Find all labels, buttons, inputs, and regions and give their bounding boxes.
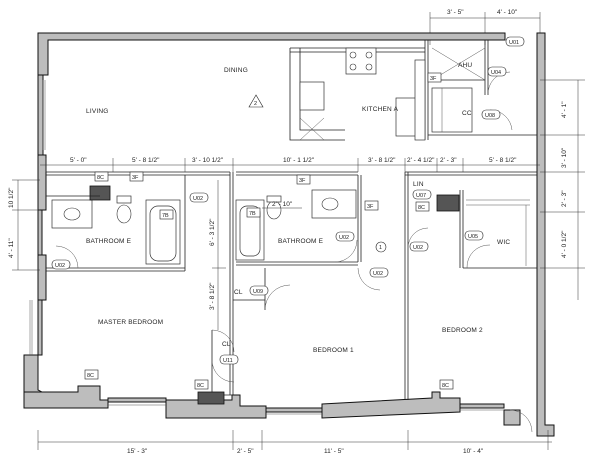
room-closet-2: CL [222,341,231,348]
room-bedroom-2: BEDROOM 2 [442,327,483,334]
top-dimension-strip: 3' - 5" 4' - 10" [429,9,541,45]
room-bathroom-1: BATHROOM E [86,238,132,245]
ref-7b-a: 7B [162,213,169,219]
callout-triangle-icon [248,94,264,108]
room-lin: LIN [413,181,424,188]
tag-u02-a: U02 [193,196,203,202]
bathroom-2-fixtures [235,189,358,263]
callout-triangle-number: 2 [254,101,257,107]
dim-mid-7: 2' - 3" [440,157,457,164]
dim-left-1: 10 1/2" [8,187,15,208]
tag-u07: U07 [416,193,426,199]
kitchen-sink [299,81,325,111]
mid-dimension-strip: 5' - 0" 5' - 8 1/2" 3' - 10 1/2" 10' - 1… [40,157,540,209]
tag-u05: U05 [468,234,478,240]
callout-circle-number: 1 [379,245,382,251]
ref-3f-a: 3F [132,175,139,181]
callout-circle-icon [375,241,387,253]
room-master-bedroom: MASTER BEDROOM [98,319,163,326]
dim-top-2: 4' - 10" [497,9,518,16]
dim-mid-5: 3' - 8 1/2" [368,157,396,164]
right-dimension-strip: 4' - 1" 3' - 10" 2' - 3" 4' - 0 1/2" [540,79,585,300]
tag-u02-c: U02 [339,235,349,241]
kitchen-layout [289,47,513,141]
window-lines [29,60,546,415]
exterior-walls [23,32,555,437]
ref-7b-b: 7B [249,211,256,217]
tag-u02-e: U02 [413,245,423,251]
stove [345,47,377,75]
tag-u09: U09 [253,289,263,295]
dim-mid-1: 5' - 0" [70,157,87,164]
ref-8c-d: 8C [197,383,204,389]
dim-mid-4: 10' - 1 1/2" [283,157,315,164]
ref-3f-b: 3F [299,178,306,184]
closet-details [211,194,533,433]
dim-inner-1: 6' - 3 1/2" [209,218,216,246]
bathroom-1-fixtures [46,185,181,269]
tag-u04: U04 [491,70,501,76]
dim-right-2: 3' - 10" [561,147,568,168]
dim-bottom-4: 10' - 4" [463,448,484,455]
inner-dimension-strip: 6' - 3 1/2" 3' - 8 1/2" [209,180,226,330]
tag-u01: U01 [509,40,519,46]
tag-u02-b: U02 [55,263,65,269]
ref-8c-a: 8C [97,175,104,181]
ref-3f-c: 3F [367,204,374,210]
tag-u02-d: U02 [373,271,383,277]
room-labels: LIVING DINING KITCHEN A BATHROOM E BATHR… [86,62,510,354]
bottom-dimension-strip: 15' - 3" 2' - 5" 11' - 5" 10' - 4" [37,430,552,455]
dim-right-4: 4' - 0 1/2" [561,230,568,258]
room-dining: DINING [224,67,248,74]
room-ahu: AHU [458,62,472,69]
ref-8c-c: 8C [87,373,94,379]
left-dimension-strip: 10 1/2" 4' - 11" [8,179,40,271]
tag-u08: U08 [485,113,495,119]
tag-u11: U11 [223,358,233,364]
room-cc: CC [462,110,472,117]
room-bathroom-2: BATHROOM E [278,238,324,245]
dim-inner-2: 3' - 8 1/2" [209,282,216,310]
room-wic: WIC [497,239,510,246]
dim-right-3: 2' - 3" [561,190,568,207]
dim-mid-8: 5' - 8 1/2" [489,157,517,164]
dim-bottom-3: 11' - 5" [324,448,344,455]
dim-mid-6: 2' - 4 1/2" [407,157,435,164]
heater-units [197,391,225,405]
dim-left-2: 4' - 11" [8,238,15,258]
dim-mid-2: 5' - 8 1/2" [132,157,160,164]
room-bedroom-1: BEDROOM 1 [313,347,354,354]
dim-top-1: 3' - 5" [447,9,464,16]
ref-3f-d: 3F [430,76,437,82]
dim-right-1: 4' - 1" [561,101,568,118]
dim-bottom-2: 2' - 5" [237,448,254,455]
room-kitchen: KITCHEN A [362,106,399,113]
dim-mid-3: 3' - 10 1/2" [192,157,224,164]
room-closet-1: CL [234,289,243,296]
room-living: LIVING [86,108,109,115]
reference-tags: 8C 8C 8C 8C 8C 3F 3F 3F 3F 7B 7B 2 1 [84,72,454,390]
ref-8c-b: 8C [418,205,425,211]
dim-bottom-1: 15' - 3" [127,448,148,455]
door-tags: U01 U04 U08 U02 U02 U02 U02 U02 U05 U07 … [51,36,525,365]
dim-bath-width: 2' - 10" [272,201,293,208]
ref-8c-e: 8C [442,383,449,389]
